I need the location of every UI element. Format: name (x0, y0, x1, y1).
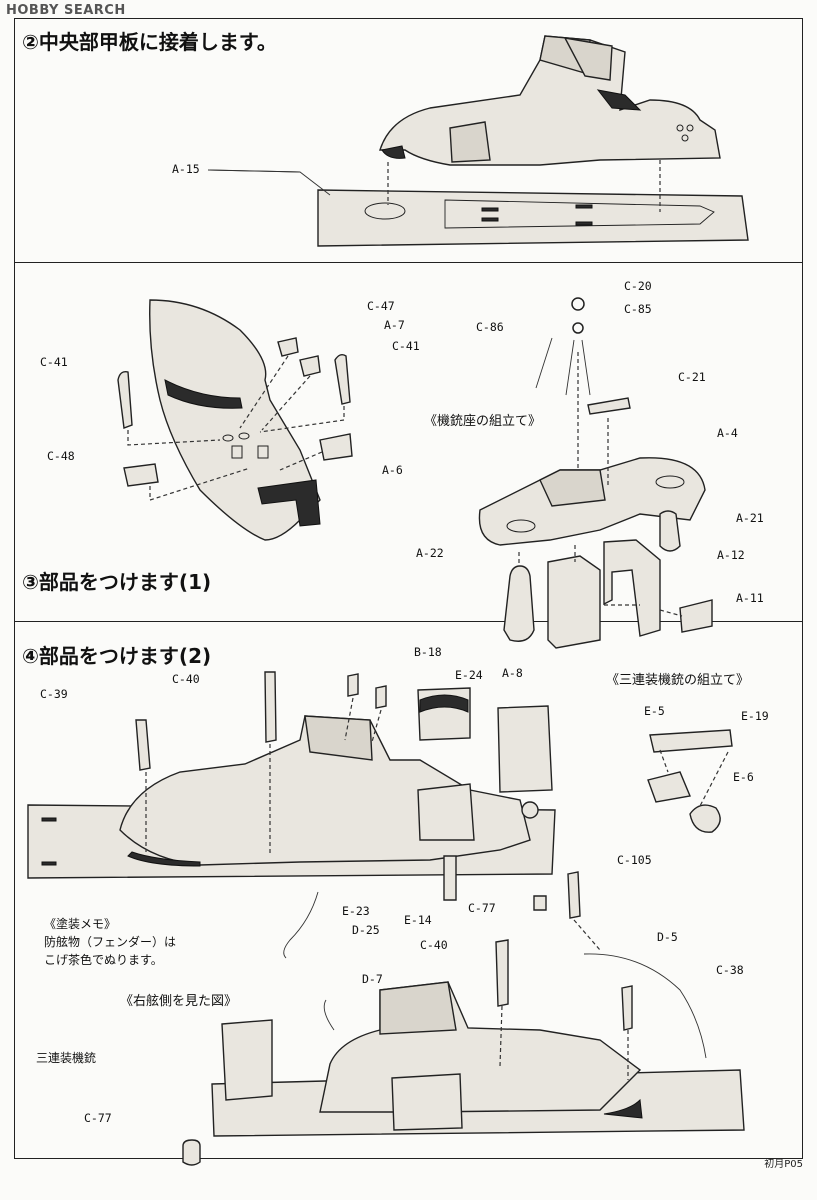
label-D-7: D-7 (362, 972, 383, 986)
label-C-85: C-85 (624, 302, 652, 316)
paint-memo-line-2: こげ茶色でぬります。 (44, 953, 163, 967)
label-C-40-lower: C-40 (420, 938, 448, 952)
starboard-view-heading: 《右舷側を見た図》 (120, 994, 238, 1009)
step-2-drawing (207, 35, 749, 247)
step-4-panel (14, 621, 803, 1159)
paint-memo-title: 《塗装メモ》 (44, 917, 117, 931)
label-C-77-upper: C-77 (468, 901, 496, 915)
label-C-39: C-39 (40, 687, 68, 701)
label-C-105: C-105 (617, 853, 652, 867)
label-A-6: A-6 (382, 463, 403, 477)
label-C-21: C-21 (678, 370, 706, 384)
step-3-drawing (117, 297, 713, 649)
label-C-47: C-47 (367, 299, 395, 313)
triple-gun-callout: 三連装機銃 (36, 1051, 97, 1065)
paint-memo-line-1: 防舷物（フェンダー）は (44, 935, 177, 949)
label-A-8: A-8 (502, 666, 523, 680)
label-E-23: E-23 (342, 904, 370, 918)
label-E-6: E-6 (733, 770, 754, 784)
label-C-77-lower: C-77 (84, 1111, 112, 1125)
label-E-19: E-19 (741, 709, 769, 723)
step-4-drawing (27, 169, 745, 1166)
label-A-22: A-22 (416, 546, 444, 560)
label-A-21: A-21 (736, 511, 764, 525)
label-B-18: B-18 (414, 645, 442, 659)
label-D-25: D-25 (352, 923, 380, 937)
label-C-40-upper: C-40 (172, 672, 200, 686)
label-E-14: E-14 (404, 913, 432, 927)
label-C-20: C-20 (624, 279, 652, 293)
step-3-title: ③部品をつけます(1) (22, 570, 212, 594)
label-D-5: D-5 (657, 930, 678, 944)
label-C-41-right: C-41 (392, 339, 420, 353)
label-C-38: C-38 (716, 963, 744, 977)
label-C-86: C-86 (476, 320, 504, 334)
label-A-15: A-15 (172, 162, 200, 176)
machine-gun-mount-heading: 《機銃座の組立て》 (424, 414, 542, 429)
label-A-7: A-7 (384, 318, 405, 332)
step-4-title: ④部品をつけます(2) (22, 644, 212, 668)
label-A-4: A-4 (717, 426, 738, 440)
label-C-48: C-48 (47, 449, 75, 463)
label-C-41-left: C-41 (40, 355, 68, 369)
watermark-text: HOBBY SEARCH (6, 3, 126, 18)
step-2-title: ②中央部甲板に接着します。 (22, 30, 277, 54)
page-id: 初月P05 (764, 1159, 803, 1170)
triple-gun-heading: 《三連装機銃の組立て》 (606, 673, 750, 688)
label-E-5: E-5 (644, 704, 665, 718)
label-A-11: A-11 (736, 591, 764, 605)
label-E-24: E-24 (455, 668, 483, 682)
label-A-12: A-12 (717, 548, 745, 562)
